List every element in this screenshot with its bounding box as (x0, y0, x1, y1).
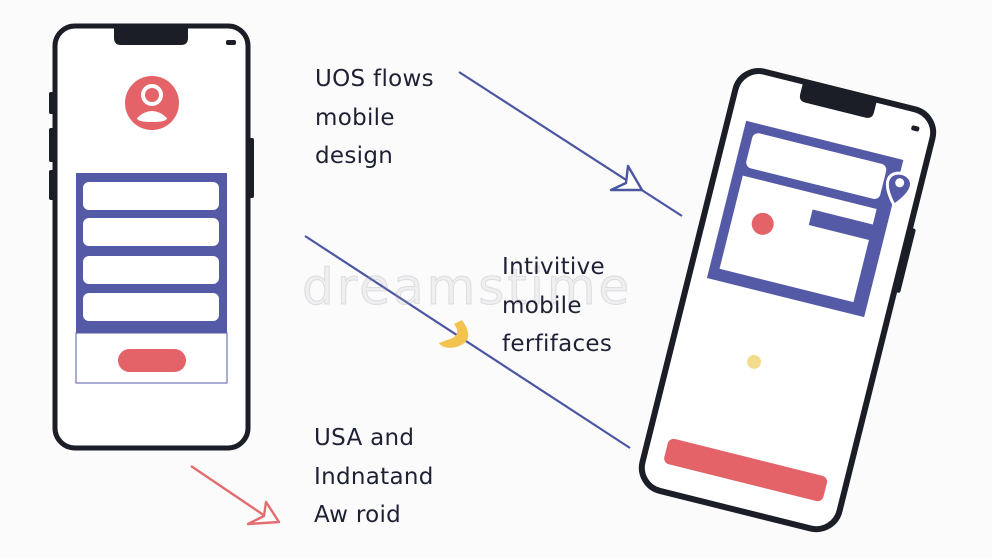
yellow-marker-dot (747, 354, 762, 369)
arrow-line-red (190, 465, 269, 519)
caption-bottom: USA and Indnatand Aw roid (314, 419, 434, 535)
right-phone (638, 68, 937, 533)
left-phone-camera (226, 40, 236, 45)
arrow-head-yellow (439, 320, 469, 348)
form-field-2[interactable] (83, 218, 219, 246)
right-phone-notch (799, 82, 877, 118)
form-field-4[interactable] (83, 293, 219, 321)
caption-bottom-line-2: Indnatand (314, 463, 434, 490)
right-phone-camera (911, 125, 920, 132)
location-pin-dot (895, 178, 905, 188)
watermark: dreamstime (301, 258, 633, 317)
caption-bottom-line-1: USA and (314, 425, 415, 451)
location-pin-icon (885, 171, 913, 208)
caption-top-line-3: design (315, 143, 394, 169)
map-card-top (746, 133, 887, 199)
left-phone-notch (114, 27, 188, 45)
caption-top: UOS flows mobile design (315, 60, 434, 176)
red-marker-dot (751, 212, 774, 235)
avatar-icon-head (141, 84, 163, 106)
right-phone-action-button[interactable] (663, 438, 828, 503)
caption-middle-line-2: mobile (502, 292, 582, 319)
caption-top-line-2: mobile (315, 104, 395, 131)
arrows (190, 71, 683, 526)
arrow-head-red (246, 500, 281, 526)
arrow-head-top (609, 164, 644, 192)
left-phone (49, 23, 254, 451)
submit-button[interactable] (118, 349, 186, 372)
caption-bottom-line-3: Aw roid (314, 502, 402, 528)
caption-top-line-1: UOS flows (315, 66, 434, 92)
caption-middle-line-3: ferfifaces (502, 331, 613, 357)
arrow-line-middle (304, 235, 631, 449)
form-field-3[interactable] (83, 256, 219, 284)
form-field-1[interactable] (83, 182, 219, 210)
arrow-line-top (458, 71, 683, 217)
caption-middle-line-1: Intivitive (502, 254, 605, 280)
caption-middle: Intivitive mobile ferfifaces (502, 248, 612, 364)
map-card-main (719, 175, 877, 303)
avatar-icon-body (137, 111, 167, 122)
